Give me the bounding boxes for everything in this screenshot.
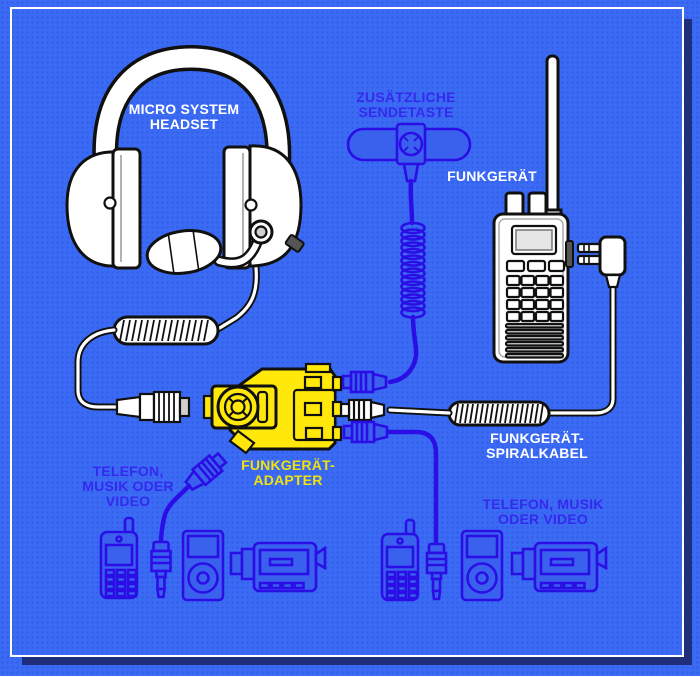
ptt-coil-cable <box>387 178 426 385</box>
headset-illustration <box>65 44 305 275</box>
radio-coil-cable <box>386 282 617 427</box>
devices-right-group <box>380 518 608 602</box>
ptt-connector <box>341 370 388 394</box>
headset-plug <box>115 390 191 424</box>
radio-illustration <box>492 54 574 364</box>
headset-coil-cable <box>74 264 260 411</box>
extra-ptt-label: ZUSÄTZLICHE SENDETASTE <box>356 89 456 120</box>
radio-antenna <box>545 54 560 230</box>
video-camera-right <box>510 541 608 593</box>
left-earcup <box>65 147 142 270</box>
mobile-phone-right <box>380 518 420 602</box>
video-camera-left <box>229 541 327 593</box>
headset-label: MICRO SYSTEM HEADSET <box>128 101 240 132</box>
music-player-left <box>181 529 225 602</box>
extra-transmit-button <box>346 122 472 183</box>
devices-right-label: TELEFON, MUSIK ODER VIDEO <box>482 496 604 527</box>
microphone-boom <box>145 219 274 275</box>
devices-left-label: TELEFON, MUSIK ODER VIDEO <box>82 463 174 509</box>
two-pin-radio-plug <box>576 235 627 289</box>
devices-left-group <box>99 516 327 602</box>
aux-jack-cable-right <box>342 420 448 601</box>
music-player-right <box>460 529 504 602</box>
right-earcup <box>222 144 305 270</box>
radio-adapter-label: FUNKGERÄT- ADAPTER <box>241 457 335 488</box>
radio-keypad <box>505 259 566 323</box>
aux-jack-cable-left <box>150 449 230 599</box>
spiral-cable-connector <box>339 398 386 422</box>
radio-speaker-grille <box>504 322 565 359</box>
radio-coil-cable-label: FUNKGERÄT- SPIRALKABEL <box>486 430 588 461</box>
diagram-frame <box>10 7 684 657</box>
radio-adapter <box>202 362 343 455</box>
mobile-phone-left <box>99 516 139 600</box>
radio-label: FUNKGERÄT <box>447 168 537 184</box>
mic-pop-shield <box>145 229 223 275</box>
